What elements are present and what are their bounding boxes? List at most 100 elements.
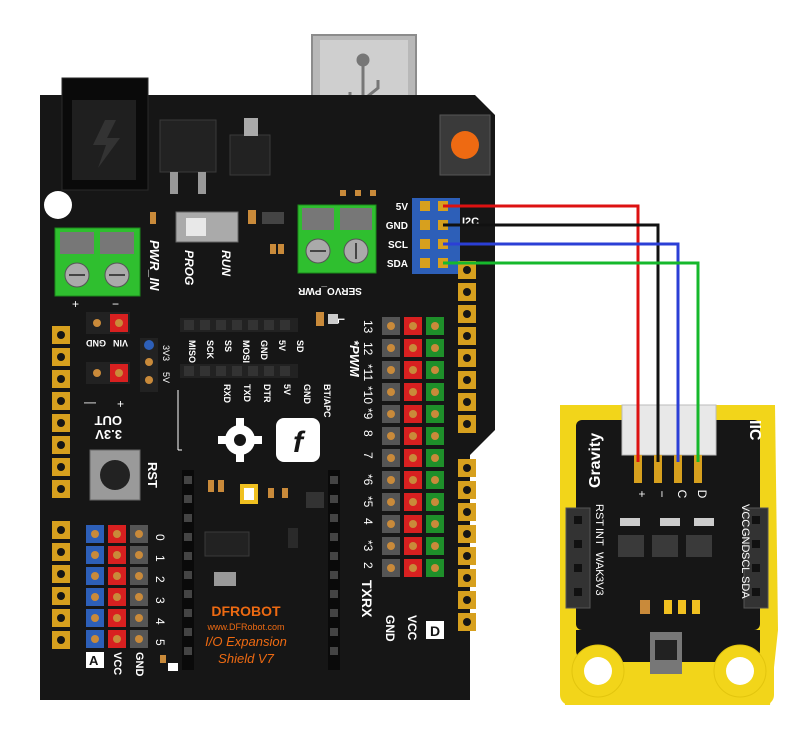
wire-gnd [443, 223, 660, 462]
svg-text:—: — [84, 397, 96, 411]
digital-label: 13 [361, 320, 375, 334]
digital-label: 8 [361, 430, 375, 437]
wire-5v [443, 204, 640, 462]
svg-text:−: − [112, 297, 119, 311]
bt-pin [216, 366, 226, 376]
module-right-label: SCL [739, 552, 751, 573]
analog-num: 4 [153, 618, 167, 625]
digital-header [382, 317, 444, 577]
digital-label: *10 [361, 386, 375, 404]
spi-label: MOSI [241, 340, 251, 363]
run-label: RUN [219, 250, 233, 276]
analog-header [86, 525, 148, 648]
brand-label: DFROBOT [211, 603, 281, 619]
module-pin [674, 455, 682, 483]
right-edge-header [458, 261, 476, 631]
module-pin [694, 455, 702, 483]
module-right-label: SDA [739, 576, 751, 599]
spi-pin [216, 320, 226, 330]
out-label-2: OUT [95, 413, 123, 428]
vin-label: VIN [113, 338, 128, 348]
pwm-label: *PWM [347, 340, 362, 378]
wire-scl [443, 242, 680, 462]
bt-pin [184, 366, 194, 376]
i2c-pin [420, 258, 430, 268]
gear-icon [218, 418, 262, 462]
module-left-label: INT [593, 528, 605, 546]
i2c-label-gnd: GND [386, 221, 408, 232]
a-vcc-label: VCC [111, 652, 123, 675]
analog-num: 2 [153, 576, 167, 583]
bottom-vcc-label: VCC [405, 615, 419, 641]
digital-label: 4 [361, 518, 375, 525]
digital-label: *9 [361, 408, 375, 420]
gnd-label-left: GND [86, 338, 107, 348]
module-iface: IIC [746, 420, 763, 441]
bt-label: BT/APC [322, 384, 332, 418]
module-right-label: GND [739, 528, 751, 553]
servo-pwr-terminal [297, 204, 377, 274]
bt-label: 5V [282, 384, 292, 395]
spi-pin [280, 320, 290, 330]
bt-pin [200, 366, 210, 376]
a-gnd-label: GND [133, 652, 145, 677]
wire-sda [443, 261, 700, 462]
i2c-pin [420, 220, 430, 230]
mounting-hole [44, 191, 72, 219]
board-name-2: Shield V7 [218, 651, 274, 666]
a-label-text: A [89, 653, 99, 668]
module-left-label: WAK [593, 552, 605, 577]
v33-label: 3V3 [161, 345, 171, 361]
spi-label: 5V [277, 340, 287, 351]
prog-run-switch[interactable] [175, 211, 239, 243]
digital-label: 2 [361, 562, 375, 569]
analog-num: 1 [153, 555, 167, 562]
digital-label: *11 [361, 364, 375, 381]
bottom-gnd-label: GND [383, 615, 397, 642]
voltage-jumper[interactable] [140, 338, 158, 392]
vin-gnd-header [86, 312, 130, 334]
url-label: www.DFRobot.com [206, 622, 284, 632]
txrx-label: TXRX [359, 580, 375, 618]
analog-num: 0 [153, 534, 167, 541]
module-left-label: RST [593, 504, 605, 526]
module-pin-mark: + [635, 490, 649, 497]
module-pin-mark: D [695, 490, 709, 499]
spi-pin [184, 320, 194, 330]
i2c-label-scl: SCL [388, 240, 408, 251]
module-pin-mark: − [655, 490, 669, 497]
bt-pin [280, 366, 290, 376]
spi-label: SS [223, 340, 233, 352]
rst-button[interactable] [89, 449, 141, 501]
bt-pin [232, 366, 242, 376]
svg-text:+: + [72, 297, 79, 311]
module-right-label: VCC [739, 504, 751, 527]
dfrobot-logo-icon: f [276, 418, 320, 462]
svg-text:+: + [117, 397, 124, 411]
spi-label: MISO [187, 340, 197, 363]
module-pin-mark: C [675, 490, 689, 499]
spi-pin [264, 320, 274, 330]
digital-label: *6 [361, 474, 375, 486]
analog-num: 5 [153, 639, 167, 646]
l-label: L [336, 318, 346, 324]
prog-label: PROG [182, 250, 196, 285]
bt-pin [248, 366, 258, 376]
dc-power-jack [61, 77, 149, 191]
spi-pin [232, 320, 242, 330]
spi-pin [200, 320, 210, 330]
power-bolt-icon [93, 120, 120, 168]
reset-button-top[interactable] [439, 114, 491, 176]
digital-label: 12 [361, 342, 375, 356]
i2c-pin [420, 239, 430, 249]
left-edge-header [52, 326, 70, 649]
pwr-in-terminal [54, 227, 141, 297]
module-pin [634, 455, 642, 483]
out-label-1: 3.3V [95, 427, 122, 442]
digital-label: *3 [361, 540, 375, 552]
d-label: D [430, 623, 440, 639]
i2c-label-sda: SDA [387, 259, 408, 270]
i2c-label-5v: 5V [396, 202, 409, 213]
